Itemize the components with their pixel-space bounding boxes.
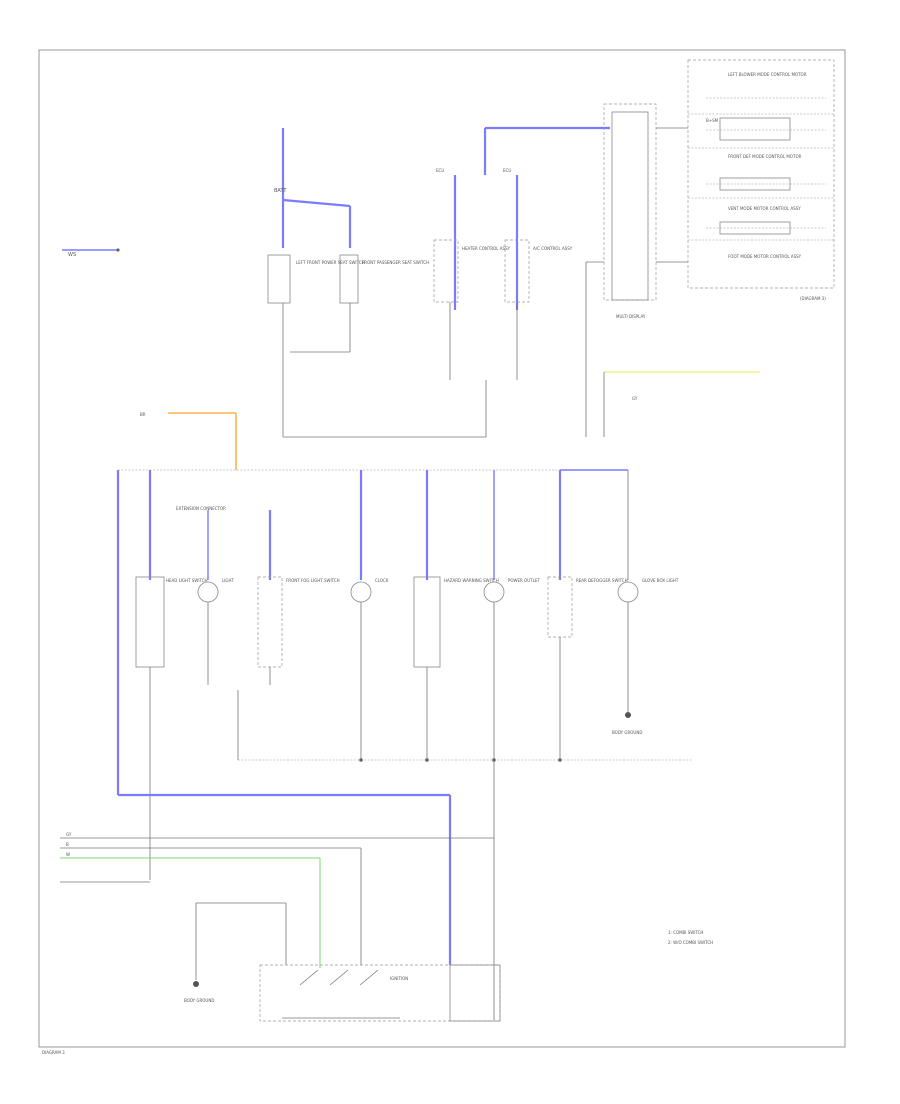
- mid-component-8-label: GLOVE BOX LIGHT: [642, 578, 679, 583]
- diagram-frame: [38, 49, 846, 1048]
- lower-wires: GY B W: [60, 832, 494, 968]
- legend-item-4: FOOT MODE MOTOR CONTROL ASSY: [728, 254, 802, 259]
- footnote-2: 2: W/O COMBI SWITCH: [668, 940, 713, 945]
- mid-component-5-label: HAZARD WARNING SWITCH: [444, 578, 499, 583]
- mid-component-4: CLOCK: [350, 578, 389, 760]
- yellow-wire: GY: [603, 371, 760, 437]
- legend-item-1: LEFT BLOWER MODE CONTROL MOTOR: [728, 72, 807, 77]
- fuse-right-label: B+SM: [706, 118, 719, 123]
- ecu-b-label: ECU: [503, 168, 511, 173]
- mid-component-7: REAR DEFOGGER SWITCH: [547, 576, 628, 760]
- mid-component-1: HEAD LIGHT SWITCH: [135, 576, 208, 880]
- legend-item-2: FRONT DEF MODE CONTROL MOTOR: [728, 154, 802, 159]
- mid-component-2-label: LIGHT: [222, 578, 235, 583]
- power-source-label: GY: [632, 396, 638, 401]
- ground-symbol: [625, 712, 631, 718]
- mid-component-7-label: REAR DEFOGGER SWITCH: [576, 578, 628, 583]
- top-component-5-label: MULTI DISPLAY: [616, 314, 646, 319]
- top-component-1: LEFT FRONT POWER SEAT SWITCH: [267, 254, 365, 437]
- ws-label: WS: [68, 252, 76, 258]
- wire-b-label: B: [66, 842, 69, 847]
- mid-component-6-label: POWER OUTLET: [508, 578, 540, 583]
- bottom-switch-block: BODY GROUND IGNITION: [184, 902, 501, 1022]
- mid-component-5: HAZARD WARNING SWITCH: [413, 576, 499, 760]
- top-component-4-label: A/C CONTROL ASSY: [533, 246, 573, 251]
- top-component-1-label: LEFT FRONT POWER SEAT SWITCH: [296, 260, 365, 265]
- mid-component-6: POWER OUTLET: [483, 578, 540, 1020]
- mid-component-8: GLOVE BOX LIGHT BODY GROUND: [612, 578, 679, 735]
- lower-blue-return: [118, 793, 452, 965]
- page-label: DIAGRAM 3: [42, 1050, 65, 1055]
- top-component-2-label: FRONT PASSENGER SEAT SWITCH: [362, 260, 429, 265]
- left-ground-label: BODY GROUND: [612, 730, 642, 735]
- mid-component-3-label: FRONT FOG LIGHT SWITCH: [286, 578, 340, 583]
- top-component-3-label: HEATER CONTROL ASSY: [462, 246, 511, 251]
- mid-component-1-label: HEAD LIGHT SWITCH: [166, 578, 208, 583]
- ecu-a-label: ECU: [436, 168, 444, 173]
- wire-gy-label: GY: [66, 832, 72, 837]
- top-component-4: A/C CONTROL ASSY: [504, 239, 573, 380]
- bottom-ground-label: BODY GROUND: [184, 998, 214, 1003]
- ws-marker: WS: [62, 248, 120, 258]
- mid-component-2: LIGHT: [197, 578, 235, 685]
- orange-wire: BR: [140, 412, 237, 470]
- orange-wire-label: BR: [140, 412, 146, 417]
- wire-w-label: W: [66, 852, 70, 857]
- legend-item-3: VENT MODE MOTOR CONTROL ASSY: [728, 206, 801, 211]
- top-component-2: FRONT PASSENGER SEAT SWITCH: [290, 254, 429, 353]
- top-component-3: HEATER CONTROL ASSY: [433, 239, 511, 380]
- top-power-feed: BATT ECU ECU: [274, 126, 610, 310]
- mid-component-4-label: CLOCK: [375, 578, 389, 583]
- legend-caption: (DIAGRAM 3): [800, 296, 826, 301]
- mid-component-3: FRONT FOG LIGHT SWITCH: [257, 576, 340, 685]
- footnote-1: 1: COMBI SWITCH: [668, 930, 703, 935]
- top-main-label: BATT: [274, 188, 287, 194]
- junction-label: EXTENSION CONNECTOR: [176, 506, 226, 511]
- switch-label: IGNITION: [390, 976, 408, 981]
- mid-drops: [116, 470, 629, 795]
- top-component-5: MULTI DISPLAY B+SM: [585, 103, 719, 437]
- legend-box: LEFT BLOWER MODE CONTROL MOTOR FRONT DEF…: [687, 59, 835, 301]
